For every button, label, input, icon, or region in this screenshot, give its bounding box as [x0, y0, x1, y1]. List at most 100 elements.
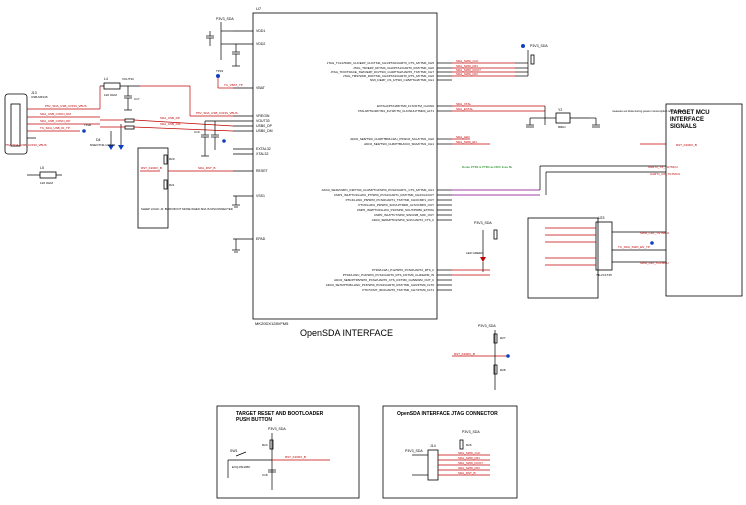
net-swd-din: SDA_SWD_DIN — [456, 64, 478, 68]
pin-reset: RESET — [256, 169, 269, 173]
l4-ref: L4 — [104, 77, 108, 81]
c19-ref: C19 — [194, 130, 200, 134]
pin-extal32: EXTAL32 — [256, 147, 271, 151]
y2-val: 8MHz — [558, 125, 566, 129]
p3v3-label-top: P3V3_SDA — [216, 17, 234, 21]
pin-ptc7: CMP0_IN1/PTC7/SPI0_SIN/USB_SOF_OUT — [374, 213, 434, 217]
pin-ptd1: ADC0_SE5b/PTD1/SPI0_SCK/UART2_CTS_b — [372, 218, 435, 222]
led-label: LED GREEN — [466, 251, 483, 255]
pin-ptb0: ADC0_SE8/TSI0_CH0/PTB0/LLWU_P5/I2C0_SCL/… — [350, 137, 434, 141]
pin-ptd0: PTD0/LLWU_P12/SPI0_PCS0/UART2_RTS_b — [372, 268, 434, 272]
p3v3-bottom: P3V3_SDA — [478, 324, 496, 328]
measure-note: measure uA draw during power consumption… — [612, 109, 687, 113]
resistor-dm — [124, 118, 135, 123]
resistor-dp — [124, 125, 135, 130]
usb-type: USB-MINI-B — [31, 95, 48, 99]
pin-xtal32: XTAL32 — [256, 152, 268, 156]
jtag-net-dio: SDA_SWD_DIO — [458, 466, 481, 470]
r28-ref: R28 — [500, 368, 506, 372]
level-shifter-u23 — [595, 221, 613, 271]
jtag-connector-j14[interactable] — [427, 449, 439, 481]
pin-ptd6: ADC0_SE7b/PTD6/LLWU_P15/SPI0_PCS3/UART0_… — [326, 283, 435, 287]
tp-a-label: TP19 — [216, 69, 224, 73]
led-resistor — [493, 229, 498, 240]
pin-vdd1: VDD1 — [256, 29, 265, 33]
net-reset-bottom: RST_K20DX_B — [454, 352, 475, 356]
net-swd-clk: SDA_SWD_CLK — [456, 59, 478, 63]
vout33-caps — [201, 120, 233, 150]
diagram-title: OpenSDA INTERFACE — [300, 328, 393, 338]
pin-pta2: JTAG_TDO/TRACE_SWO/EZP_DO/TSI0_CH3/PTA2/… — [330, 70, 434, 74]
pin-pta18: EXTAL0/PTA18/FTM0_FLT2/FTM_CLKIN0 — [377, 104, 434, 108]
pin-vout33: VOUT33 — [256, 119, 270, 123]
usb-dp-net: SDA_USB_CONN_DP — [40, 119, 70, 123]
pullup-resistor — [530, 54, 535, 65]
u23-frame — [527, 217, 599, 299]
u23-part: 74LVC1T45 — [596, 273, 612, 277]
push-button-sw1[interactable] — [227, 451, 272, 478]
target-title-2: INTERFACE — [670, 117, 704, 123]
crystal-y2 — [452, 105, 600, 128]
led-symbol — [480, 257, 486, 262]
d4-ref: D4 — [96, 138, 101, 142]
uart-net-lines — [452, 165, 666, 196]
rst-k20-right: RST_K20DX_B — [676, 143, 697, 147]
pin-vregin: VREGIN — [256, 114, 270, 118]
pin-vss1: VSS1 — [256, 194, 265, 198]
r28-resistor — [493, 364, 498, 375]
net-extal: SDA_EXTAL — [456, 107, 473, 111]
pin-pta19: XTAL0/PTA19/FTM1_FLT0/FTM_CLKIN1/LPTMR0_… — [358, 109, 435, 113]
jtag-net-dout: SDA_SWD_DOUT — [458, 461, 483, 465]
net-uart-tx: UART1_TX_TGTMCU — [648, 165, 678, 169]
reset-pwr: P3V3_SDA — [268, 427, 286, 431]
pin-vdd2: VDD2 — [256, 42, 265, 46]
net-uart-rx: UART1_RX_TGTMCU — [650, 172, 680, 176]
target-title-3: SIGNALS — [670, 124, 697, 130]
usb-dm-net-chip: SDA_USB_DM — [160, 122, 181, 126]
pin-ptd4: PTD4/LLWU_P14/SPI0_PCS1/UART0_RTS_b/FTM0… — [343, 273, 434, 277]
pin-pta1: JTAG_TDI/EZP_DI/TSI0_CH2/PTA1/UART0_RX/F… — [353, 66, 434, 70]
c17-ref: C17 — [134, 97, 140, 101]
jtag-connector-box — [382, 405, 518, 499]
reset-title-2: PUSH BUTTON — [236, 417, 272, 423]
reset-net: SDA_RST_B — [198, 166, 216, 170]
tc-sda-net: TC_SDA_SWD_EN_TP — [618, 245, 650, 249]
tp-reset — [506, 354, 510, 358]
net-swd-clk-tgt: SWD_CLK_TGTMCU — [640, 231, 669, 235]
vout-testpoint — [222, 139, 226, 143]
pin-ptc4: PTC4/LLWU_P8/SPI0_PCS0/UART1_TX/FTM0_CH3… — [346, 198, 435, 202]
jtag-pwr: P3V3_SDA — [405, 449, 423, 453]
jtag-net-clk: SDA_SWD_CLK — [458, 451, 480, 455]
tp-b-label: TP20 — [84, 123, 92, 127]
pin-ptd7: PTD7/CMT_IRO/UART0_TX/FTM0_CH7/FTM0_FLT1 — [362, 288, 434, 292]
reset-box-net: RST_K20DX_B — [285, 455, 306, 459]
l5-ref: L5 — [40, 166, 44, 170]
pin-ptc6: CMP0_IN0/PTC6/LLWU_P10/SPI0_SOUT/PDB0_EX… — [357, 208, 435, 212]
r24-ref: R24 — [262, 443, 268, 447]
usb-pin-lines — [27, 108, 100, 139]
rst-net-left: RST_K20DX_B — [141, 166, 162, 170]
r26-ref: R26 — [466, 443, 472, 447]
y2-ref: Y2 — [558, 108, 562, 112]
usb-vbus-net: P5V_SDA_USB_CONN_VBUS — [45, 104, 87, 108]
sw1-part: EVQ-PE105K — [232, 465, 250, 469]
jtag-net-reset: SDA_RST_B — [458, 471, 476, 475]
jumper-note: SLEEP LOGIC J2: BURN BOOT MODE WHEN SDA … — [141, 207, 233, 211]
pin-pta3: JTAG_TMS/SWD_DIO/TSI0_CH4/PTA3/UART0_RTS… — [343, 74, 434, 78]
usb-dm-net: SDA_USB_CONN_DM — [40, 112, 71, 116]
ferrite-l5 — [39, 171, 57, 179]
u7-right-pins — [437, 62, 452, 291]
j14-ref: J14 — [430, 444, 436, 448]
jtag-pwr-2: P3V3_SDA — [462, 430, 480, 434]
r21-ref: R21 — [169, 183, 175, 187]
pin-epad: EPAD — [256, 237, 266, 241]
route-note: Route PTB3 & PTB4 as DIFF lines 5k — [462, 165, 513, 169]
usb-ref: J13 — [31, 91, 37, 95]
pin-ptc5: PTC5/LLWU_P9/SPI0_SCK/LPTMR0_ALT2/CMP0_O… — [358, 203, 434, 207]
pin-pta0: JTAG_TCLK/SWD_CLK/EZP_CLK/TSI0_CH1/PTA0/… — [327, 61, 435, 65]
tp-right — [650, 241, 654, 245]
reset-title-1: TARGET RESET AND BOOTLOADER — [236, 411, 324, 417]
vbat-testpoint — [216, 74, 220, 78]
usb-dp-net-chip: SDA_USB_DP — [160, 116, 180, 120]
